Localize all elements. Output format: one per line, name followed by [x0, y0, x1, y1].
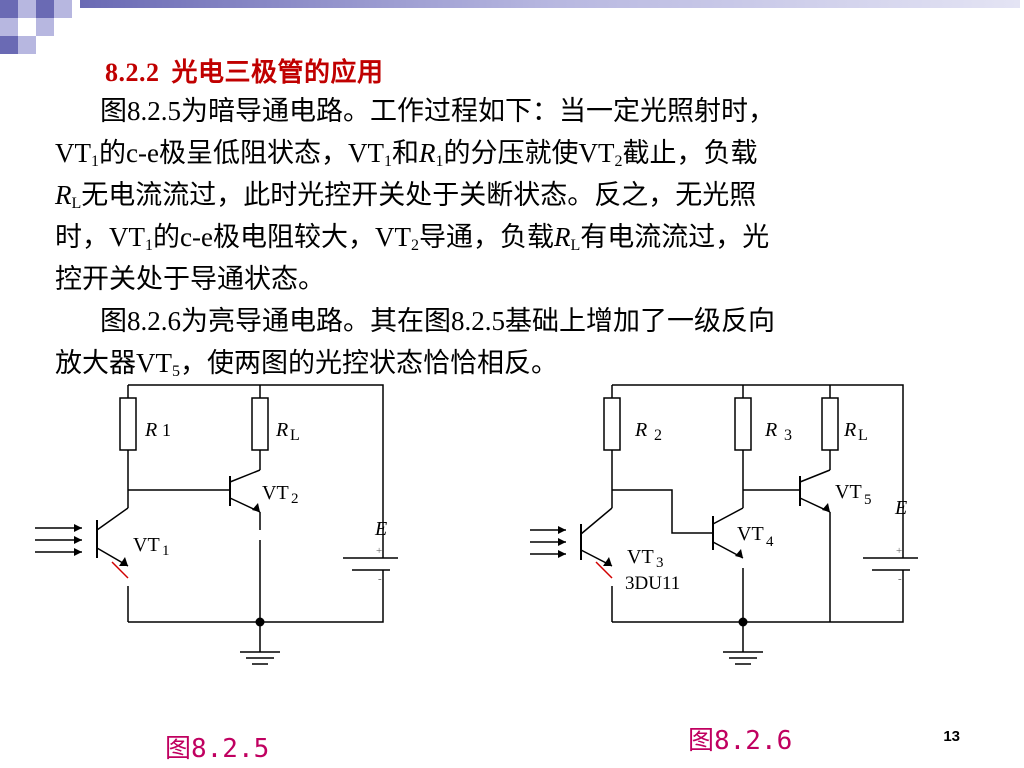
- vt4-label: VT: [737, 523, 764, 545]
- vt2-sub: 2: [291, 491, 299, 507]
- vt1-lead-red: [111, 561, 129, 579]
- vt5-emitter-arrow: [822, 503, 830, 512]
- ground-node: [255, 617, 265, 627]
- text: 时，VT: [55, 222, 145, 252]
- subscript: 2: [614, 153, 623, 170]
- top-gradient-bar: [80, 0, 1024, 8]
- battery-minus: -: [378, 573, 382, 585]
- r1-label: R: [144, 419, 157, 441]
- para2-line2: 放大器VT5，使两图的光控状态恰恰相反。: [55, 342, 970, 384]
- subscript: 1: [145, 237, 153, 254]
- text: 放大器VT: [55, 348, 172, 378]
- light-arrow-icon: [74, 548, 82, 556]
- e2-label: E: [894, 497, 907, 519]
- light-arrow-icon: [558, 526, 566, 534]
- paragraph-dark-conduction: 图8.2.5为暗导通电路。工作过程如下：当一定光照射时， VT1的c-e极呈低阻…: [55, 90, 970, 300]
- section-title: 8.2.2 光电三极管的应用: [105, 52, 384, 89]
- subscript: L: [570, 237, 581, 254]
- para1-line3: RL无电流流过，此时光控开关处于关断状态。反之，无光照: [55, 174, 970, 216]
- r3-label: R: [764, 419, 777, 441]
- text: ，使两图的光控状态恰恰相反。: [180, 348, 558, 378]
- vt3-sub: 3: [656, 555, 664, 571]
- vt3-part-number: 3DU11: [625, 573, 680, 594]
- vt1-sub: 1: [162, 543, 170, 559]
- figure-caption-8-2-6: 图8.2.6: [688, 726, 793, 756]
- page-number: 13: [943, 728, 960, 745]
- text: 的分压就使VT: [443, 138, 615, 168]
- vt4-sub: 4: [766, 534, 774, 550]
- subscript: 1: [91, 153, 99, 170]
- battery-plus: +: [376, 545, 382, 557]
- rl2-label: R: [843, 419, 856, 441]
- resistor-rl-2: [821, 397, 839, 451]
- text: 导通，负载: [418, 222, 554, 252]
- rl-label: R: [275, 419, 288, 441]
- vt2-emitter-arrow: [252, 503, 260, 512]
- subscript: 5: [172, 363, 180, 380]
- light-arrow-icon: [74, 524, 82, 532]
- r3-num: 3: [784, 427, 792, 444]
- text: 的c-e极电阻较大，VT: [153, 222, 411, 252]
- text: 的c-e极呈低阻状态，VT: [99, 138, 384, 168]
- text: R: [55, 180, 72, 210]
- battery2-minus: -: [898, 573, 902, 585]
- text: R: [418, 138, 436, 168]
- vt4-emitter-arrow: [735, 549, 743, 558]
- vt5-sub: 5: [864, 492, 872, 508]
- subscript: 1: [435, 153, 444, 170]
- vt3-lead-red: [595, 561, 613, 579]
- section-title-text: 光电三极管的应用: [171, 58, 384, 87]
- vt2-label: VT: [262, 482, 289, 504]
- text: 有电流流过，光: [580, 222, 770, 252]
- subscript: L: [71, 195, 82, 212]
- e-label: E: [374, 518, 387, 540]
- para1-line2: VT1的c-e极呈低阻状态，VT1和R1的分压就使VT2截止，负载: [55, 132, 970, 174]
- para2-line1: 图8.2.6为亮导通电路。其在图8.2.5基础上增加了一级反向: [100, 306, 775, 336]
- vt1-label: VT: [133, 534, 160, 556]
- vt5-label: VT: [835, 481, 862, 503]
- ground-node: [738, 617, 748, 627]
- rl-sub: L: [290, 427, 300, 444]
- r2-label: R: [634, 419, 647, 441]
- text: 和: [391, 138, 419, 168]
- text: VT: [55, 138, 91, 168]
- para1-line5: 控开关处于导通状态。: [55, 264, 325, 294]
- vt3-emitter-arrow: [603, 557, 612, 566]
- para1-line1: 图8.2.5为暗导通电路。工作过程如下：当一定光照射时，: [100, 96, 775, 126]
- vt3-label: VT: [627, 546, 654, 568]
- subscript: 2: [410, 237, 419, 254]
- section-number: 8.2.2: [105, 58, 160, 87]
- vt1-emitter-arrow: [119, 557, 128, 566]
- light-arrow-icon: [558, 538, 566, 546]
- subscript: 1: [383, 153, 392, 170]
- resistor-r3: [734, 397, 752, 451]
- text: 截止，负载: [622, 138, 758, 168]
- battery2-plus: +: [896, 545, 902, 557]
- r1-num: 1: [162, 420, 171, 440]
- figure-caption-8-2-5: 图8.2.5: [165, 734, 270, 764]
- paragraph-bright-conduction: 图8.2.6为亮导通电路。其在图8.2.5基础上增加了一级反向 放大器VT5，使…: [55, 300, 970, 384]
- para1-line4: 时，VT1的c-e极电阻较大，VT2导通，负载RL有电流流过，光: [55, 216, 970, 258]
- resistor-r2: [603, 397, 621, 451]
- rl2-sub: L: [858, 427, 868, 444]
- r2-num: 2: [654, 427, 662, 444]
- corner-decoration: [0, 0, 80, 62]
- text: 无电流流过，此时光控开关处于关断状态。反之，无光照: [81, 180, 757, 210]
- light-arrow-icon: [74, 536, 82, 544]
- text: R: [553, 222, 571, 252]
- light-arrow-icon: [558, 550, 566, 558]
